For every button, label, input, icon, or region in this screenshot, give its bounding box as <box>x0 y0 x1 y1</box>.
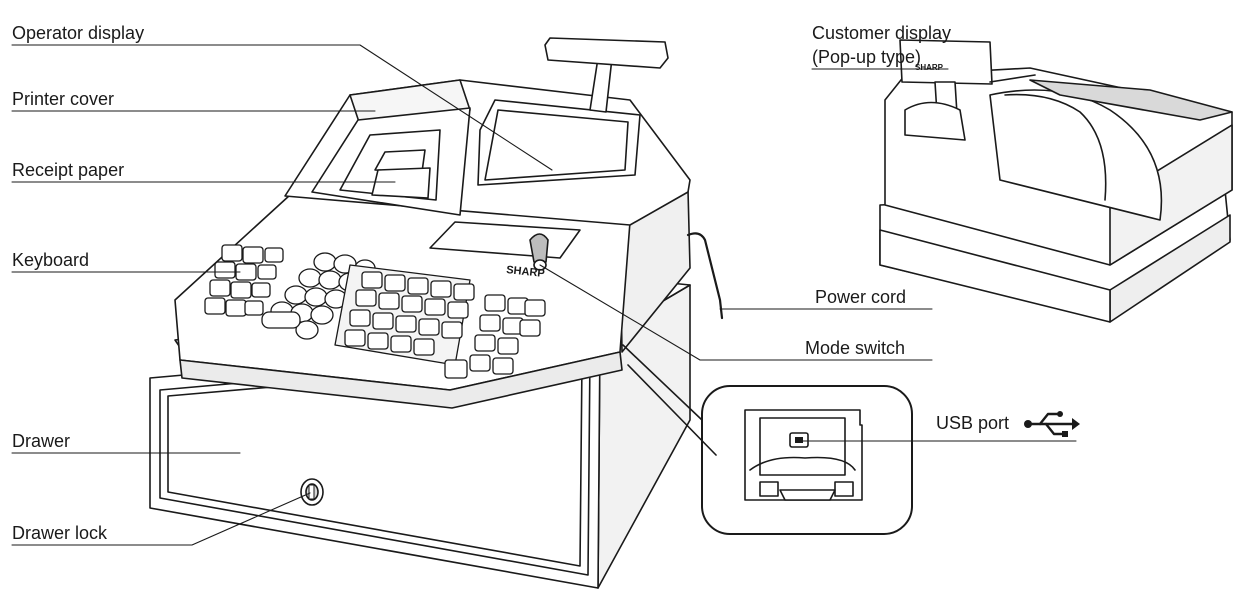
usb-callout-illustration <box>622 344 913 535</box>
label-customer-display-type: (Pop-up type) <box>812 47 922 67</box>
brand-logo-main: SHARP <box>506 264 546 280</box>
label-mode-switch: Mode switch <box>805 338 906 358</box>
label-usb-port: USB port <box>936 413 1010 433</box>
brand-logo-rear: SHARP <box>915 63 944 72</box>
usb-icon <box>1024 411 1080 437</box>
label-drawer-lock: Drawer lock <box>12 523 108 543</box>
label-drawer: Drawer <box>12 431 71 451</box>
label-receipt-paper: Receipt paper <box>12 160 125 180</box>
label-operator-display: Operator display <box>12 23 145 43</box>
label-printer-cover: Printer cover <box>12 89 115 109</box>
label-keyboard: Keyboard <box>12 250 90 270</box>
keyboard-keys <box>204 244 546 379</box>
leader-lines <box>11 44 1077 546</box>
cash-register-main <box>149 37 724 589</box>
cash-register-rear-view <box>879 39 1233 323</box>
label-power-cord: Power cord <box>815 287 907 307</box>
label-customer-display: Customer display <box>812 23 952 43</box>
